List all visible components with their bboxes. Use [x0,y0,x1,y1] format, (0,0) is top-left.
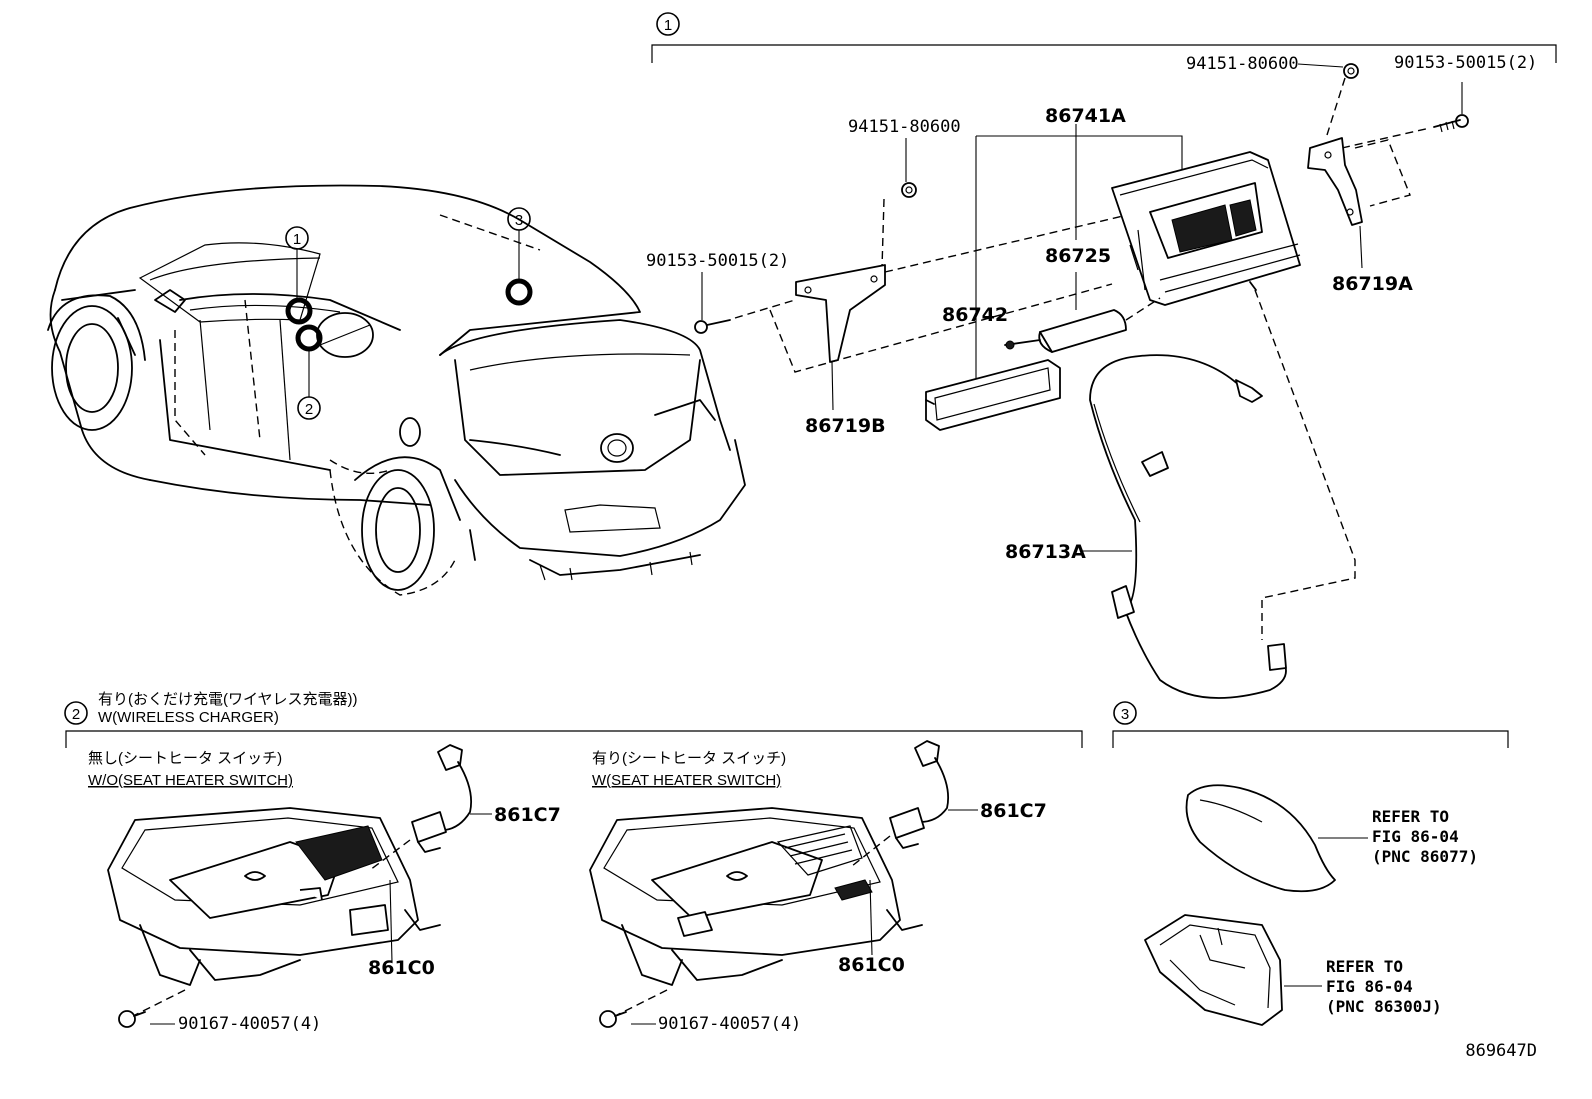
part-94151-80600-mid: 94151-80600 [848,117,961,137]
part-861c0-right: 861C0 [838,954,905,976]
cable-86713a [1082,289,1356,699]
part-861c7-right: 861C7 [980,800,1047,822]
ref1-line2: FIG 86-04 [1372,827,1459,846]
screw-90167-left [118,1010,175,1028]
group-1-marker: 1 [664,17,672,34]
group-2-marker: 2 [72,706,80,723]
ref2-line2: FIG 86-04 [1326,977,1413,996]
part-861c0-left: 861C0 [368,957,435,979]
car-marker-2: 2 [305,401,313,418]
group-3-marker: 3 [1121,706,1129,723]
car-location-markers: 1 2 3 [285,207,533,420]
part-86719a: 86719A [1332,273,1413,295]
screw-90153-left [694,272,731,334]
mount-line-top [884,211,1141,273]
ref1-line3: (PNC 86077) [1372,847,1478,866]
car-body-illustration [47,184,746,596]
variant-right-en: W(SEAT HEATER SWITCH) [592,772,781,789]
tray-86742 [925,359,1061,431]
screw-90167-right [599,1010,656,1028]
variant-left-en: W/O(SEAT HEATER SWITCH) [88,772,293,789]
module-86725 [1004,297,1161,353]
part-86719b: 86719B [805,415,886,437]
console-right [589,807,923,1016]
mount-line-left [734,283,1113,373]
mount-line-right [1354,139,1411,207]
shark-fin-antenna [1185,784,1368,893]
screw-90153-top [1433,82,1469,133]
part-86741a: 86741A [1045,105,1126,127]
variant-right-jp: 有り(シートヒータ スイッチ) [592,750,786,767]
connector-861c7-left [369,744,492,871]
part-86742: 86742 [942,304,1008,326]
section2-title-jp: 有り(おくだけ充電(ワイヤレス充電器)) [98,691,358,708]
variant-left-jp: 無し(シートヒータ スイッチ) [88,750,282,767]
part-90167-40057-left: 90167-40057(4) [178,1014,321,1034]
ref1-line1: REFER TO [1372,807,1449,826]
group-2-bracket: 2 [64,701,1083,748]
bracket-86719a [1307,137,1363,269]
car-marker-1: 1 [293,231,301,248]
leader-86741a [975,124,1183,385]
part-90167-40057-right: 90167-40057(4) [658,1014,801,1034]
ref2-line1: REFER TO [1326,957,1403,976]
part-90153-50015-top: 90153-50015(2) [1394,53,1537,73]
car-marker-3: 3 [515,212,523,229]
part-86713a: 86713A [1005,541,1086,563]
connector-861c7-right [851,740,978,867]
part-86725: 86725 [1045,245,1111,267]
ref2-line3: (PNC 86300J) [1326,997,1442,1016]
part-94151-80600-top: 94151-80600 [1186,54,1299,74]
clip-94151-top [1297,63,1359,136]
bracket-86719b [795,264,886,411]
figure-id: 869647D [1465,1041,1537,1061]
display-unit [1111,151,1301,306]
group-1-bracket: 1 [651,12,1557,63]
group-3-bracket: 3 [1112,701,1509,748]
part-90153-50015-left: 90153-50015(2) [646,251,789,271]
part-861c7-left: 861C7 [494,804,561,826]
clip-94151-mid [881,138,917,269]
console-left [107,807,441,1016]
meter-cluster [1144,914,1322,1026]
section2-title-en: W(WIRELESS CHARGER) [98,709,279,726]
